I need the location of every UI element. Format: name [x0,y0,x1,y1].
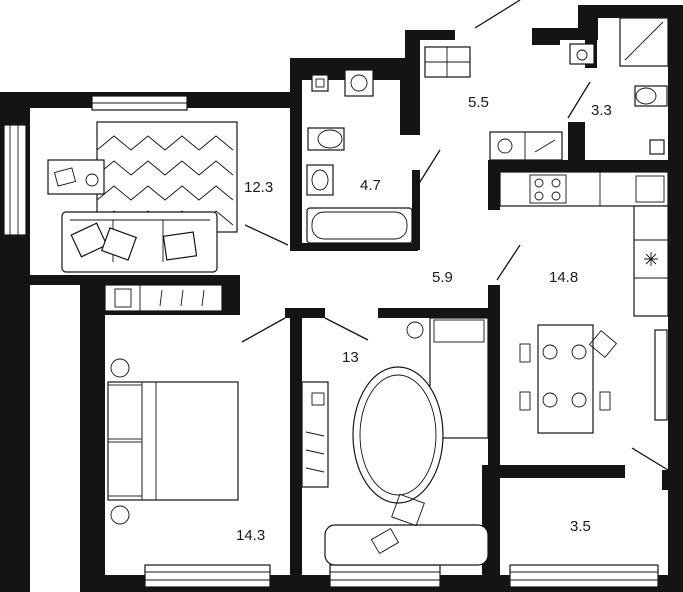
corridor-area: 5.9 [432,269,453,286]
area-labels: 12.3 4.7 5.5 3.3 5.9 14.8 13 14.3 3.5 [236,94,612,544]
balcony-area: 3.5 [570,518,591,535]
living-room-area: 12.3 [244,179,273,196]
door-arc [244,224,289,246]
nightstand [110,505,130,525]
bedroom-area: 14.3 [236,527,265,544]
children-room-area: 13 [342,349,359,366]
hall-stepped-wall [405,30,455,135]
door-arc [417,149,441,186]
walls [0,5,683,592]
door-arc [324,317,369,341]
bedroom-top-wall [80,285,105,585]
door-arc [631,447,669,471]
living-bath-wall [290,60,302,250]
toilet [307,127,345,151]
cushion [70,222,108,258]
hob [529,174,567,204]
door-swings [241,224,369,343]
top-right-wall [532,5,683,45]
door-arc [474,0,521,29]
kitchen-fixtures [496,171,669,471]
bathroom-area: 4.7 [360,177,381,194]
kitchen-top-wall [488,160,668,172]
cushion [162,231,198,261]
cup [85,173,99,187]
shower-toilet [634,85,668,107]
desk [324,524,489,566]
hallway-upper-area: 5.5 [468,94,489,111]
kitchen-left-stub [488,160,500,210]
shower-fixtures [567,17,669,155]
utility-cabinet [489,131,563,161]
kitchen-sink [635,175,665,203]
kitchen-dining-area: 14.8 [549,269,578,286]
bathroom-fixtures [306,69,413,244]
laptop [370,527,400,555]
door-arc [241,317,286,343]
shower-room-area: 3.3 [591,102,612,119]
right-outer-wall [668,5,683,592]
cushion [100,227,138,261]
windows [3,95,668,588]
door-arc [567,81,591,119]
shower-boiler [649,139,665,155]
kitchen-counter-top [499,171,669,207]
bathtub [306,207,413,244]
bedroom-child-wall [290,308,302,592]
child-kitchen-wall [488,285,500,465]
bath-bottom-wall [290,243,418,251]
balcony-window [509,564,659,588]
side-table [47,159,105,195]
round-rug [352,366,444,504]
bedroom-window [144,564,271,588]
book [53,167,77,187]
living-furniture [47,121,238,273]
child-top-wall-right [378,308,490,318]
children-furniture [301,317,489,566]
dining-table [537,324,594,434]
utility-cabinet-box [489,131,563,161]
bedroom-furniture [104,284,239,525]
living-window-left [3,124,27,236]
nightstand [110,358,130,378]
bath-right-wall [412,170,420,250]
child-window [329,564,441,588]
nightstand [406,321,424,339]
door-arc [496,244,521,281]
kitchen-window [654,329,668,421]
dining-chairs [519,330,618,411]
shower-sink [569,43,595,65]
desk-chair [391,493,425,527]
shower-tray [619,17,669,67]
living-bottom-right [222,275,240,305]
hallway-fixtures [417,0,521,186]
balcony-right-stub [662,470,670,490]
sink [306,164,334,196]
double-bed [107,381,239,501]
fridge-icon [644,252,658,266]
living-bottom-wall [0,275,240,285]
child-top-wall-left [285,308,325,318]
washing-machine [344,69,374,97]
boiler [311,74,329,92]
